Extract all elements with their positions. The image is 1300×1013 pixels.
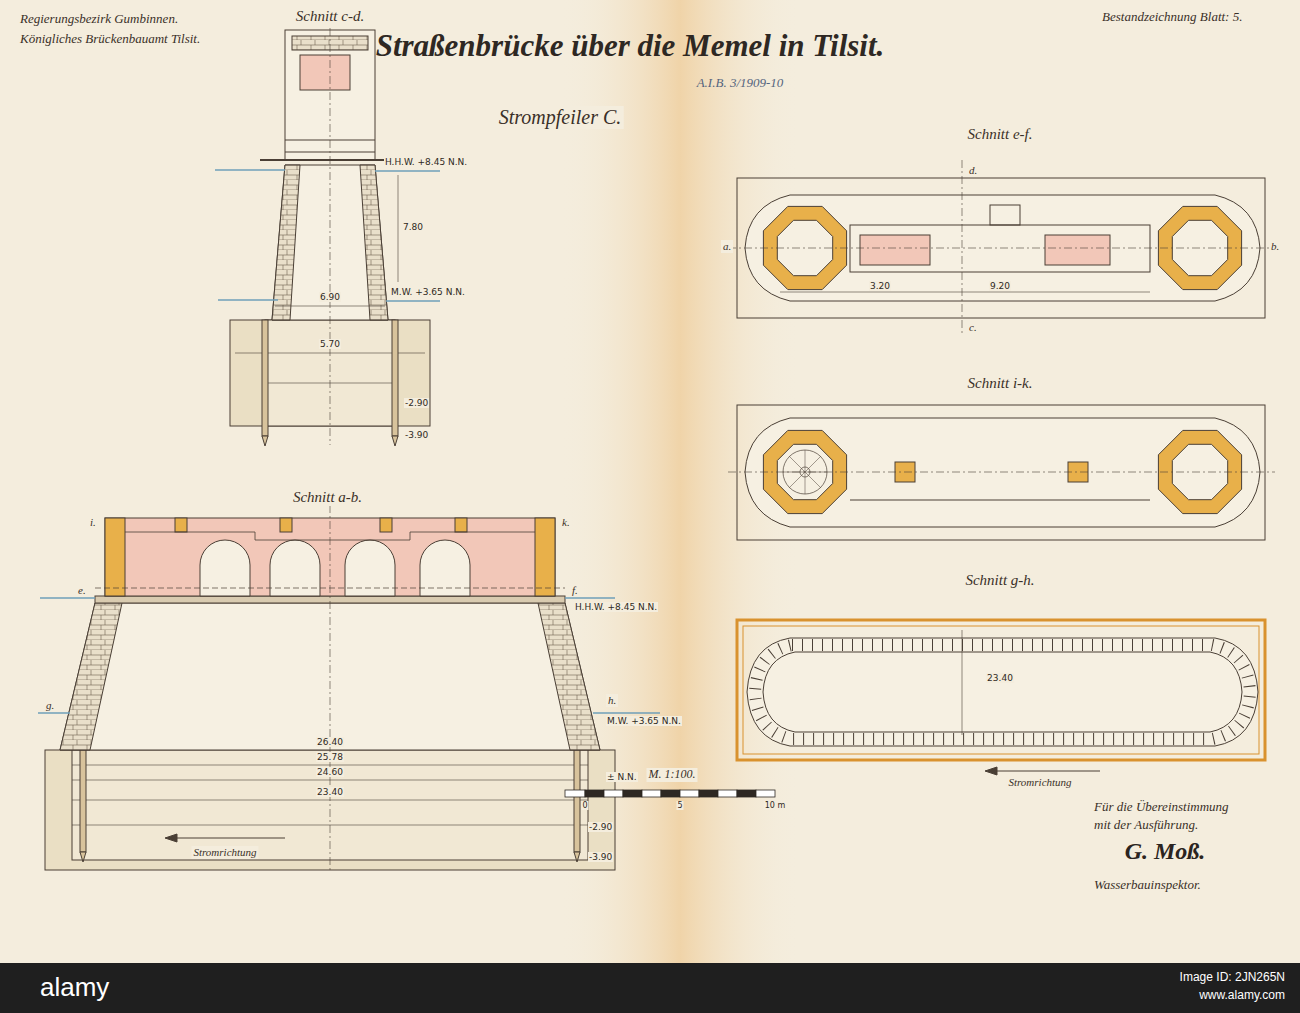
watermark-strip xyxy=(0,963,1300,1013)
dimension-label: 9.20 xyxy=(989,281,1011,291)
sheet-note: h. xyxy=(606,694,618,707)
section-heading: Schnitt e-f. xyxy=(964,126,1037,143)
section-heading: Schnitt g-h. xyxy=(961,572,1038,589)
dimension-label: -2.90 xyxy=(588,822,613,832)
section-gh-figure xyxy=(737,620,1265,775)
section-ef-figure xyxy=(728,160,1275,335)
scale-bar xyxy=(565,790,775,797)
section-heading: Schnitt a-b. xyxy=(289,489,366,506)
sheet-note: Für die Übereinstimmung xyxy=(1092,800,1231,815)
dimension-label: -2.90 xyxy=(404,398,429,408)
section-heading: Schnitt i-k. xyxy=(964,375,1037,392)
section-heading: Schnitt c-d. xyxy=(292,8,368,25)
dimension-label: ± N.N. xyxy=(606,772,638,782)
section-ik-figure xyxy=(728,405,1275,540)
watermark-text: Image ID: 2JN265N xyxy=(1180,971,1285,985)
dimension-label: 23.40 xyxy=(316,787,344,797)
dimension-label: 6.90 xyxy=(319,292,341,302)
dimension-label: 10 m xyxy=(764,801,787,810)
sheet-note: Wasserbauinspektor. xyxy=(1092,878,1203,893)
sheet-note: b. xyxy=(1269,240,1281,253)
dimension-label: -3.90 xyxy=(588,852,613,862)
sheet-note: c. xyxy=(967,321,979,334)
sheet-note: i. xyxy=(88,516,98,529)
watermark-text: www.alamy.com xyxy=(1199,989,1285,1003)
dimension-label: 7.80 xyxy=(402,222,424,232)
dimension-label: 0 xyxy=(581,801,588,810)
dimension-label: -3.90 xyxy=(404,430,429,440)
dimension-label: 24.60 xyxy=(316,767,344,777)
sheet-note: G. Moß. xyxy=(1123,838,1208,866)
sheet-note: d. xyxy=(967,164,979,177)
sheet-note: f. xyxy=(570,584,580,597)
section-view: Schnitt g-h. xyxy=(730,570,1270,766)
dimension-label: H.H.W. +8.45 N.N. xyxy=(574,602,658,612)
section-view: Schnitt a-b. xyxy=(40,487,615,872)
dimension-label: 26.40 xyxy=(316,737,344,747)
sheet-note: Strompfeiler C. xyxy=(497,106,624,129)
dimension-label: 5.70 xyxy=(319,339,341,349)
dimension-label: H.H.W. +8.45 N.N. xyxy=(384,157,468,167)
sheet-note: Stromrichtung xyxy=(191,846,258,859)
sheet-note: g. xyxy=(44,699,56,712)
dimension-label: 25.78 xyxy=(316,752,344,762)
sheet-note: A.I.B. 3/1909-10 xyxy=(695,76,786,91)
section-view: Schnitt e-f. xyxy=(730,124,1270,328)
sheet-note: Stromrichtung xyxy=(1006,776,1073,789)
section-ab-figure xyxy=(38,505,660,870)
sheet-note: Bestandzeichnung Blatt: 5. xyxy=(1100,10,1244,25)
section-cd-figure xyxy=(215,28,440,446)
sheet-note: k. xyxy=(560,516,572,529)
sheet-title: Straßenbrücke über die Memel in Tilsit. xyxy=(376,28,885,64)
dimension-label: 23.40 xyxy=(986,673,1014,683)
dimension-label: M.W. +3.65 N.N. xyxy=(390,287,466,297)
sheet-note: e. xyxy=(76,584,88,597)
watermark-text: alamy xyxy=(40,973,109,1003)
dimension-label: M.W. +3.65 N.N. xyxy=(606,716,682,726)
dimension-label: 3.20 xyxy=(869,281,891,291)
dimension-label: 5 xyxy=(676,801,683,810)
sheet-note: mit der Ausführung. xyxy=(1092,818,1200,833)
sheet-note: M. 1:100. xyxy=(647,768,698,782)
sheet-note: Regierungsbezirk Gumbinnen. xyxy=(18,12,180,27)
sheet-note: a. xyxy=(721,240,733,253)
section-view: Schnitt i-k. xyxy=(730,373,1270,545)
sheet-note: Königliches Brückenbauamt Tilsit. xyxy=(18,32,202,47)
